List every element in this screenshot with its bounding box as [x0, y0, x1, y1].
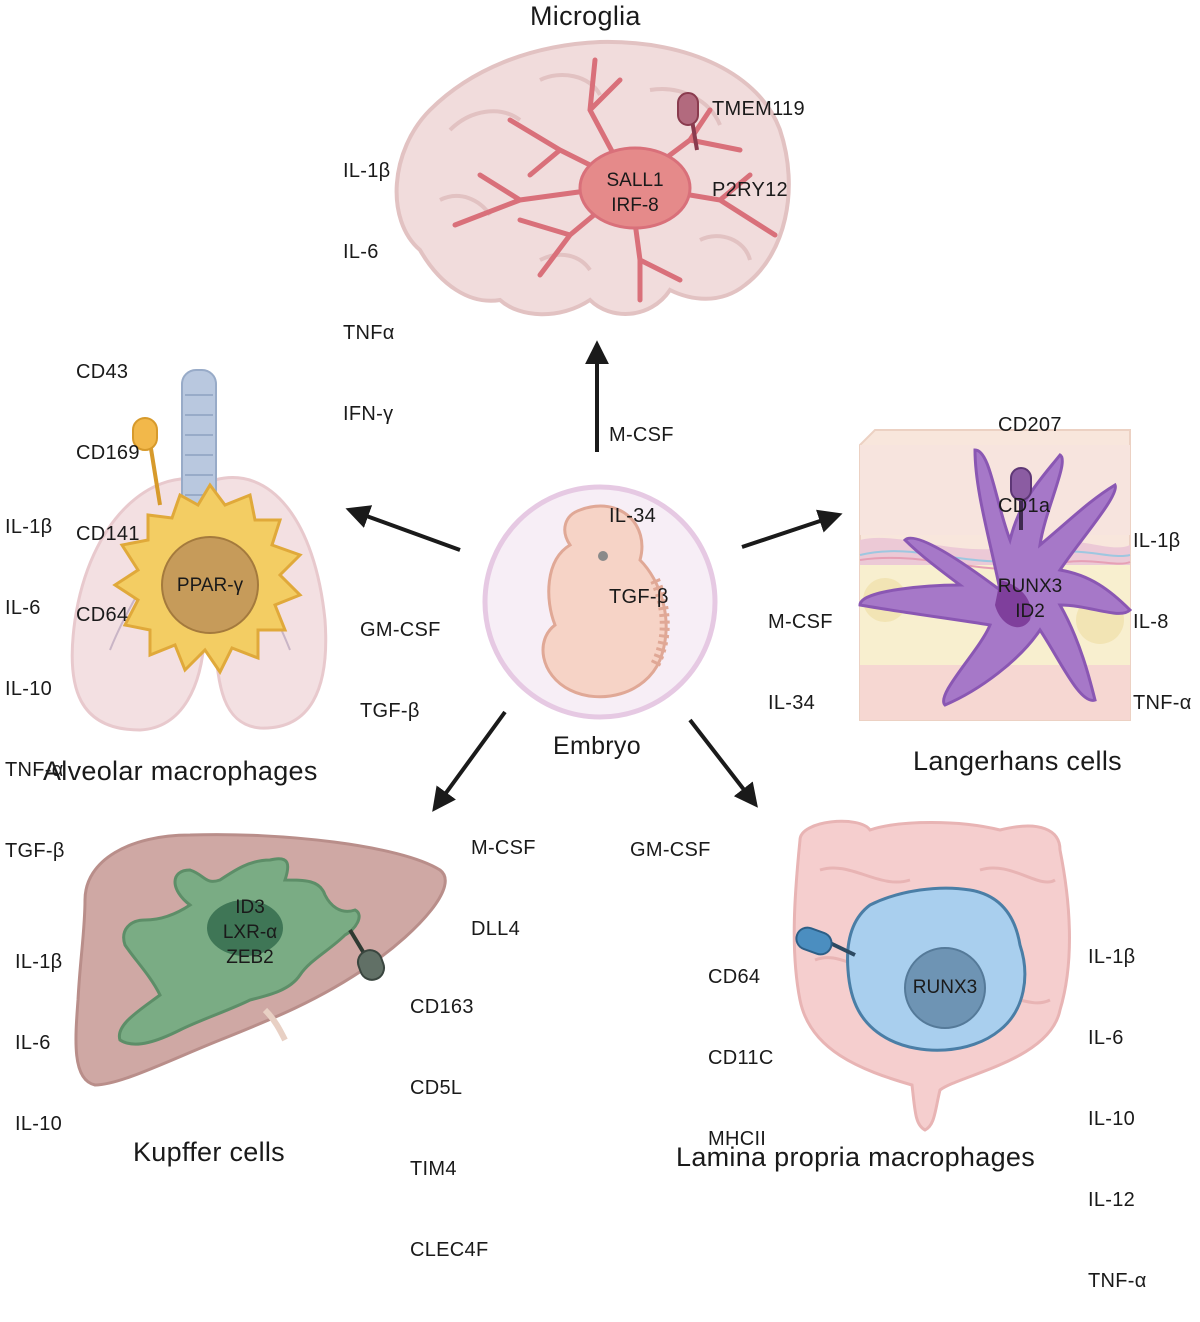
alveolar-title: Alveolar macrophages	[43, 756, 318, 786]
marker: CD5L	[410, 1077, 463, 1099]
microglia-title: Microglia	[530, 1, 641, 31]
marker: CD169	[76, 442, 140, 464]
growth-factor: DLL4	[471, 918, 521, 940]
cytokine: IL-10	[1088, 1108, 1136, 1130]
lamina-growth-factors: GM-CSF	[630, 783, 711, 891]
cytokine: IL-10	[5, 678, 53, 700]
arrow-to-kupffer	[432, 710, 507, 812]
marker: CD141	[76, 523, 140, 545]
cytokine: IFN-γ	[343, 403, 394, 425]
microglia-transcription-factors: SALL1 IRF-8	[590, 168, 680, 218]
microglia-receptor	[677, 92, 699, 151]
marker: CD1a	[998, 495, 1051, 517]
marker: CD207	[998, 414, 1062, 436]
arrows	[345, 340, 843, 812]
kupffer-surface-markers: CD163 CD5L TIM4 CLEC4F	[410, 940, 489, 1291]
cytokine: TNF-α	[1133, 692, 1192, 714]
embryo-label: Embryo	[553, 732, 641, 760]
lamina-macrophage-cell	[795, 886, 1027, 1052]
kupffer-title: Kupffer cells	[133, 1137, 285, 1167]
growth-factor: GM-CSF	[360, 619, 441, 641]
tf: ZEB2	[226, 947, 274, 968]
langerhans-surface-markers: CD207 CD1a	[998, 358, 1062, 547]
marker: CD64	[708, 966, 761, 988]
arrow-to-langerhans	[741, 509, 843, 549]
arrow-to-lamina	[688, 718, 758, 808]
lamina-surface-markers: CD64 CD11C MHCII	[708, 910, 774, 1180]
langerhans-cell	[858, 448, 1133, 707]
microglia-cell	[452, 57, 778, 303]
lamina-transcription-factor: RUNX3	[912, 977, 978, 998]
cytokine: IL-1β	[5, 516, 53, 538]
langerhans-title: Langerhans cells	[913, 746, 1122, 776]
kupffer-growth-factors: M-CSF DLL4	[471, 781, 536, 970]
embryo-illustration	[482, 484, 718, 720]
kupffer-transcription-factors: ID3 LXR-α ZEB2	[205, 895, 295, 970]
kupffer-cytokines: IL-1β IL-6 IL-10	[15, 895, 62, 1165]
tf: RUNX3	[997, 576, 1063, 597]
marker: MHCII	[708, 1128, 767, 1150]
marker: CD64	[76, 604, 129, 626]
marker: TMEM119	[712, 98, 805, 120]
cytokine: TGF-β	[5, 840, 65, 862]
alveolar-cytokines: IL-1β IL-6 IL-10 TNF-α TGF-β	[5, 460, 65, 892]
cytokine: IL-8	[1133, 611, 1169, 633]
tf: LXR-α	[222, 922, 278, 943]
alveolar-surface-markers: CD43 CD169 CD141 CD64	[76, 305, 140, 656]
growth-factor: IL-34	[609, 505, 657, 527]
cytokine: IL-10	[15, 1113, 63, 1135]
microglia-cytokines: IL-1β IL-6 TNFα IFN-γ	[343, 104, 395, 455]
cytokine: IL-6	[5, 597, 41, 619]
lamina-cytokines: IL-1β IL-6 IL-10 IL-12 TNF-α	[1088, 890, 1147, 1322]
kupffer-cell	[117, 857, 386, 1046]
lamina-title: Lamina propria macrophages	[676, 1142, 1035, 1172]
marker: P2RY12	[712, 179, 788, 201]
cytokine: TNF-α	[1088, 1270, 1147, 1292]
marker: TIM4	[410, 1158, 457, 1180]
marker: CD163	[410, 996, 474, 1018]
cytokine: IL-6	[1088, 1027, 1124, 1049]
alveolar-growth-factors: GM-CSF TGF-β	[360, 563, 441, 752]
cytokine: IL-6	[343, 241, 379, 263]
microglia-surface-markers: TMEM119 P2RY12	[712, 42, 805, 231]
cytokine: IL-1β	[1133, 530, 1181, 552]
diagram-artwork	[70, 39, 1133, 1132]
arrow-to-alveolar	[345, 505, 461, 552]
cytokine: IL-1β	[15, 951, 63, 973]
marker: CD11C	[708, 1047, 774, 1069]
tf: IRF-8	[611, 195, 659, 216]
growth-factor: M-CSF	[768, 611, 833, 633]
tf: SALL1	[606, 170, 664, 191]
langerhans-transcription-factors: RUNX3 ID2	[985, 574, 1075, 624]
langerhans-growth-factors: M-CSF IL-34	[768, 555, 833, 744]
cytokine: IL-1β	[1088, 946, 1136, 968]
cytokine: IL-1β	[343, 160, 391, 182]
growth-factor: M-CSF	[471, 837, 536, 859]
marker: CLEC4F	[410, 1239, 489, 1261]
tf: ID2	[1015, 601, 1045, 622]
cytokine: IL-12	[1088, 1189, 1136, 1211]
cytokine: TNFα	[343, 322, 395, 344]
growth-factor: TGF-β	[360, 700, 420, 722]
growth-factor: IL-34	[768, 692, 816, 714]
growth-factor: TGF-β	[609, 586, 669, 608]
growth-factor: M-CSF	[609, 424, 674, 446]
marker: CD43	[76, 361, 129, 383]
cytokine: IL-6	[15, 1032, 51, 1054]
cytokine: TNF-α	[5, 759, 64, 781]
growth-factor: GM-CSF	[630, 839, 711, 861]
alveolar-macrophage-cell	[112, 417, 303, 675]
alveolar-transcription-factor: PPAR-γ	[176, 575, 244, 596]
langerhans-cytokines: IL-1β IL-8 TNF-α	[1133, 474, 1192, 744]
microglia-growth-factors: M-CSF IL-34 TGF-β	[609, 368, 674, 638]
tf: ID3	[235, 897, 265, 918]
